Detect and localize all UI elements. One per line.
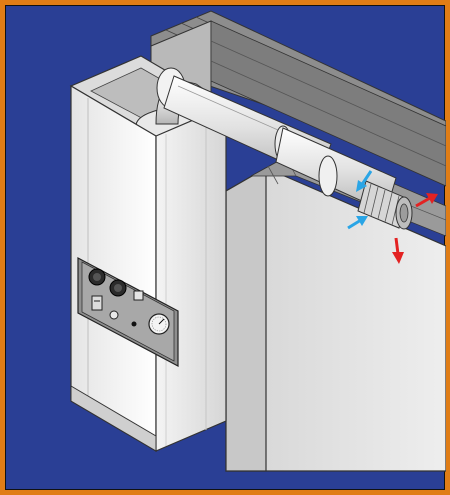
indicator-light-icon (131, 321, 137, 327)
flue-pipe (155, 67, 413, 230)
arrow-out-icon (415, 193, 438, 208)
power-switch-icon (91, 295, 103, 311)
diagram-panel (5, 5, 446, 490)
control-knob (88, 268, 106, 286)
switch-icon (133, 290, 144, 301)
pressure-gauge-icon (148, 313, 170, 335)
control-panel (77, 257, 179, 367)
boiler-flue-illustration (69, 10, 446, 472)
arrow-in-icon (347, 216, 368, 230)
small-knob-icon (109, 310, 119, 320)
arrow-in-icon (356, 170, 373, 192)
arrow-out-icon (392, 237, 404, 264)
control-knob (109, 279, 127, 297)
